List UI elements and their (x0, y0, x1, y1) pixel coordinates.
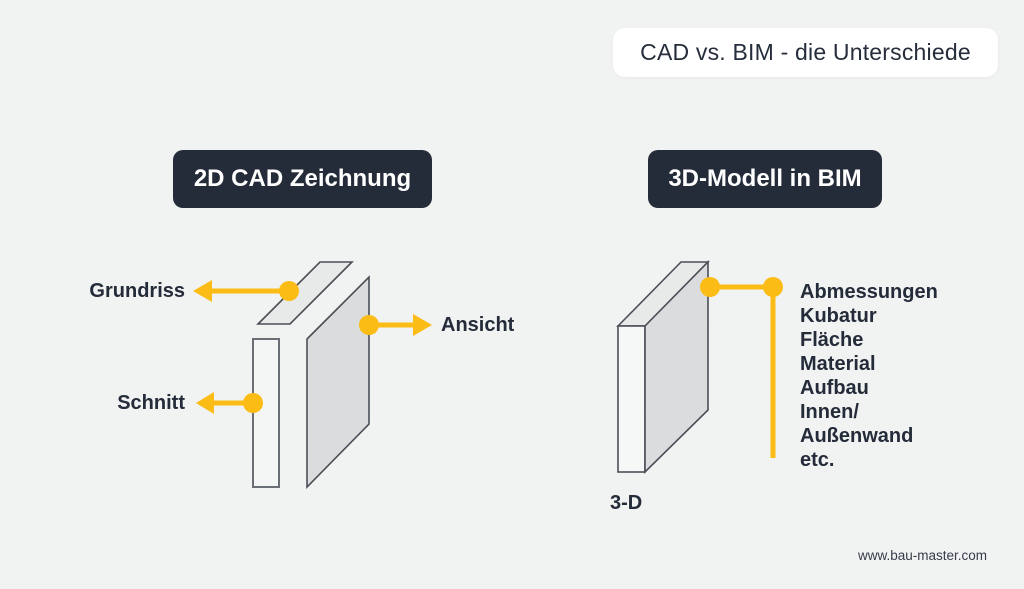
plan-slab-shape (256, 261, 354, 325)
badge-2d-cad-label: 2D CAD Zeichnung (193, 165, 412, 192)
attribute-item: etc. (800, 449, 835, 471)
page-title: CAD vs. BIM - die Unterschiede (640, 39, 971, 65)
bim-attribute-list: Abmessungen Kubatur Fläche Material Aufb… (800, 280, 938, 472)
badge-2d-cad: 2D CAD Zeichnung (173, 150, 432, 208)
title-box: CAD vs. BIM - die Unterschiede (613, 28, 998, 77)
website-url: www.bau-master.com (858, 548, 988, 563)
attribute-item: Aufbau (800, 377, 869, 399)
3d-bim-model-drawing (616, 260, 783, 474)
schnitt-dot-icon (243, 393, 263, 413)
attribute-item: Innen/ (800, 401, 859, 423)
section-rect-shape (252, 338, 280, 488)
ansicht-label: Ansicht (441, 314, 515, 336)
ansicht-arrow-icon (359, 314, 432, 336)
grundriss-arrow-icon (193, 280, 299, 302)
elevation-face-shape (306, 275, 370, 489)
grundriss-label: Grundriss (89, 280, 185, 302)
attribute-item: Fläche (800, 329, 864, 351)
attribute-item: Kubatur (800, 305, 877, 327)
grundriss-dot-icon (279, 281, 299, 301)
attribute-item: Abmessungen (800, 281, 938, 303)
callout-dot-icon (763, 277, 783, 297)
schnitt-label: Schnitt (117, 392, 185, 414)
model-anchor-dot-icon (700, 277, 720, 297)
model-front-face-shape (617, 325, 646, 473)
bim-attributes-connector-icon (700, 277, 783, 458)
attribute-item: Außenwand (800, 425, 914, 447)
schnitt-arrow-icon (196, 392, 263, 414)
attribute-item: Material (800, 353, 876, 375)
2d-cad-drawing (193, 261, 432, 489)
badge-3d-bim-label: 3D-Modell in BIM (668, 165, 862, 192)
badge-3d-bim: 3D-Modell in BIM (648, 150, 882, 208)
ansicht-dot-icon (359, 315, 379, 335)
model-3d-label: 3-D (610, 492, 643, 514)
model-side-face-shape (644, 260, 709, 474)
